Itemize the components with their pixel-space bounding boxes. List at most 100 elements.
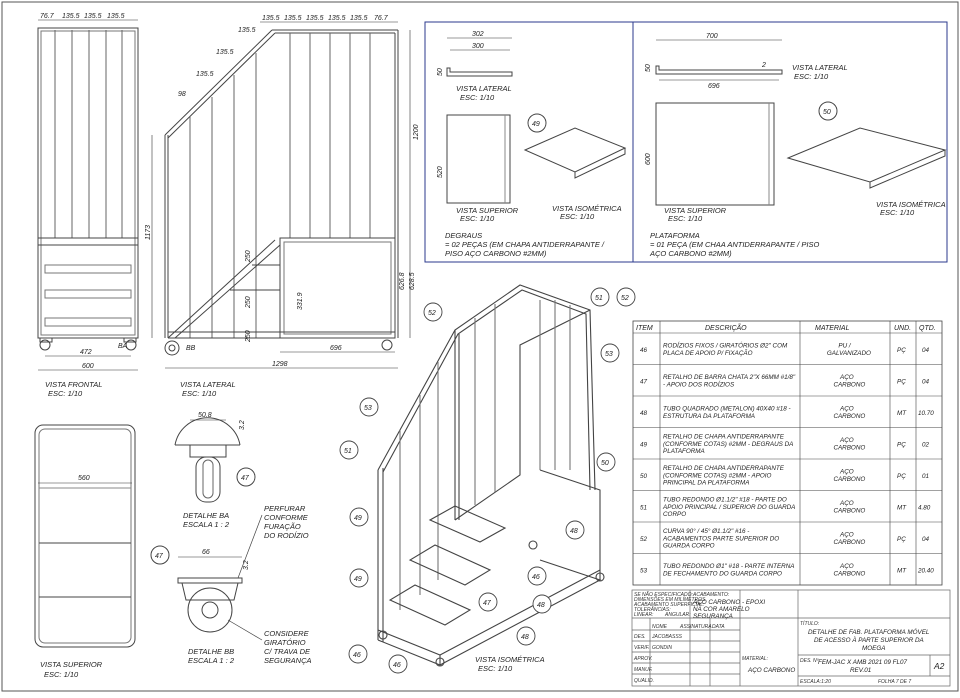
detail-bb-note2-l3: C/ TRAVA DE: [264, 647, 311, 656]
degraus-dim-302: 302: [472, 31, 484, 38]
front-inner-width: 472: [80, 349, 92, 356]
side-total-length: 1298: [272, 361, 288, 368]
tb-sheet: FOLHA 7 DE 7: [878, 679, 911, 685]
iso-balloon-num: 47: [483, 600, 492, 607]
tb-col-0: NOME: [652, 624, 668, 630]
bom-material-line: CARBONO: [833, 570, 865, 577]
plataforma-iso-caption: VISTA ISOMÉTRICA: [876, 200, 946, 209]
bom-qty: 04: [922, 536, 930, 543]
degraus-note-l3: PISO AÇO CARBONO #2MM): [445, 249, 547, 258]
degraus-lateral-view: [446, 37, 627, 204]
bom-unit: PÇ: [897, 473, 906, 480]
tb-scale: ESCALA:1:20: [800, 679, 831, 685]
plataforma-note-l2: = 01 PEÇA (EM CHAA ANTIDERRAPANTE / PISO: [650, 240, 819, 249]
bom-unit: PÇ: [897, 536, 906, 543]
iso-balloon-num: 52: [428, 310, 436, 317]
bom-qty: 20.40: [917, 567, 934, 574]
side-step-dim-4: 98: [178, 91, 186, 98]
plataforma-iso-balloon: 50: [818, 101, 838, 121]
iso-balloon: 48: [532, 594, 552, 614]
detail-ba-balloon: 47: [236, 467, 256, 487]
tb-row-2: APROV.: [633, 656, 653, 662]
bom-qty: 04: [922, 378, 930, 385]
detail-bb-balloon-num: 47: [155, 553, 164, 560]
iso-balloon: 48: [565, 520, 585, 540]
iso-balloon-num: 46: [353, 652, 361, 659]
bom-material-line: CARBONO: [833, 507, 865, 514]
front-ba-ref: BA: [118, 343, 128, 350]
tb-note-4: LINEAR:: [634, 612, 654, 618]
side-step-dim-3: 135.5: [196, 71, 214, 78]
bom-item: 52: [640, 536, 648, 543]
iso-balloon-num: 46: [532, 574, 540, 581]
top-scale: ESC: 1/10: [44, 670, 79, 679]
bom-material-line: AÇO: [839, 374, 854, 381]
side-step-rise-2: 250: [245, 296, 252, 309]
side-rail-height: 1173: [145, 225, 152, 240]
parts-panels: [424, 21, 948, 263]
iso-balloon: 49: [349, 568, 369, 588]
tb-name-0: JACOBASSS: [651, 634, 683, 640]
bom-desc-line: PLATAFORMA: [663, 448, 705, 455]
tb-rev: REV.01: [850, 667, 871, 674]
bom-material-line: CARBONO: [833, 381, 865, 388]
iso-balloon: 47: [478, 592, 498, 612]
bom-desc-line: (CONFORME COTAS) #2MM - APOIO: [663, 472, 772, 479]
title-block: [631, 589, 951, 687]
tb-note-2: ACABAMENTO SUPERFICIAL:: [633, 602, 705, 608]
side-platform-length: 696: [330, 345, 342, 352]
bom-desc-line: RETALHO DE CHAPA ANTIDERRAPANTE: [663, 465, 785, 472]
tb-title-2: MOEGA: [862, 645, 885, 652]
side-top-dim-4: 135.5: [328, 15, 346, 22]
tb-col-2: DATA: [712, 624, 725, 630]
bom-qty: 02: [922, 441, 930, 448]
front-top-dim-3: 135.5: [84, 13, 102, 20]
bom-desc-line: RODÍZIOS FIXOS / GIRATÓRIOS Ø2" COM: [663, 341, 788, 350]
iso-balloon: 48: [516, 626, 536, 646]
bom-material-line: AÇO: [839, 532, 854, 539]
detail-bb-note1-l2: CONFORME: [264, 513, 309, 522]
bom-desc-line: GUARDA CORPO: [663, 542, 715, 549]
tb-material-label: MATERIAL:: [742, 656, 769, 662]
bom-desc-line: PRINCIPAL DA PLATAFORMA: [663, 479, 749, 486]
iso-balloon: 46: [348, 644, 368, 664]
bom-item: 47: [640, 378, 648, 385]
side-caption: VISTA LATERAL: [180, 380, 236, 389]
bom-material-line: CARBONO: [833, 476, 865, 483]
tb-title-1: DE ACESSO À PARTE SUPERIOR DA: [814, 635, 924, 644]
degraus-note-l2: = 02 PEÇAS (EM CHAPA ANTIDERRAPANTE /: [445, 240, 605, 249]
bom-material-line: AÇO: [839, 563, 854, 570]
detail-bb-scale: ESCALA 1 : 2: [188, 656, 235, 665]
plataforma-note-l1: PLATAFORMA: [650, 231, 700, 240]
detail-bb-note1-l4: DO RODÍZIO: [264, 531, 309, 540]
plataforma-lateral-caption: VISTA LATERAL: [792, 63, 848, 72]
title-block-text: SE NÃO ESPECIFICADO: DIMENSÕES EM MILÍME…: [633, 591, 945, 685]
tb-note-3: TOLERÂNCIAS:: [634, 606, 671, 613]
bom-material-line: PU /: [838, 343, 851, 350]
top-caption: VISTA SUPERIOR: [40, 660, 103, 669]
detail-ba-width: 50.8: [198, 412, 212, 419]
plataforma-superior-caption: VISTA SUPERIOR: [664, 206, 727, 215]
iso-balloon-num: 51: [595, 295, 603, 302]
tb-title-0: DETALHE DE FAB. PLATAFORMA MÓVEL: [808, 627, 930, 636]
degraus-dim-520: 520: [437, 166, 444, 178]
iso-balloon-num: 48: [537, 602, 545, 609]
tb-name-1: GONDIN: [652, 645, 672, 651]
tb-acab-2: SEGURANÇA: [693, 613, 733, 620]
tb-material: AÇO CARBONO: [747, 667, 795, 674]
front-scale: ESC: 1/10: [48, 389, 83, 398]
side-step-dim-2: 135.5: [216, 49, 234, 56]
top-view: [34, 424, 136, 648]
iso-balloon-num: 49: [354, 515, 362, 522]
bom-item: 46: [640, 347, 648, 354]
tb-dwg-label: DES. Nº: [800, 658, 819, 664]
degraus-superior-scale: ESC: 1/10: [460, 214, 495, 223]
iso-balloon: 53: [600, 343, 620, 363]
detail-bb-thick: 3.2: [243, 560, 250, 570]
bom-qty: 04: [922, 347, 930, 354]
